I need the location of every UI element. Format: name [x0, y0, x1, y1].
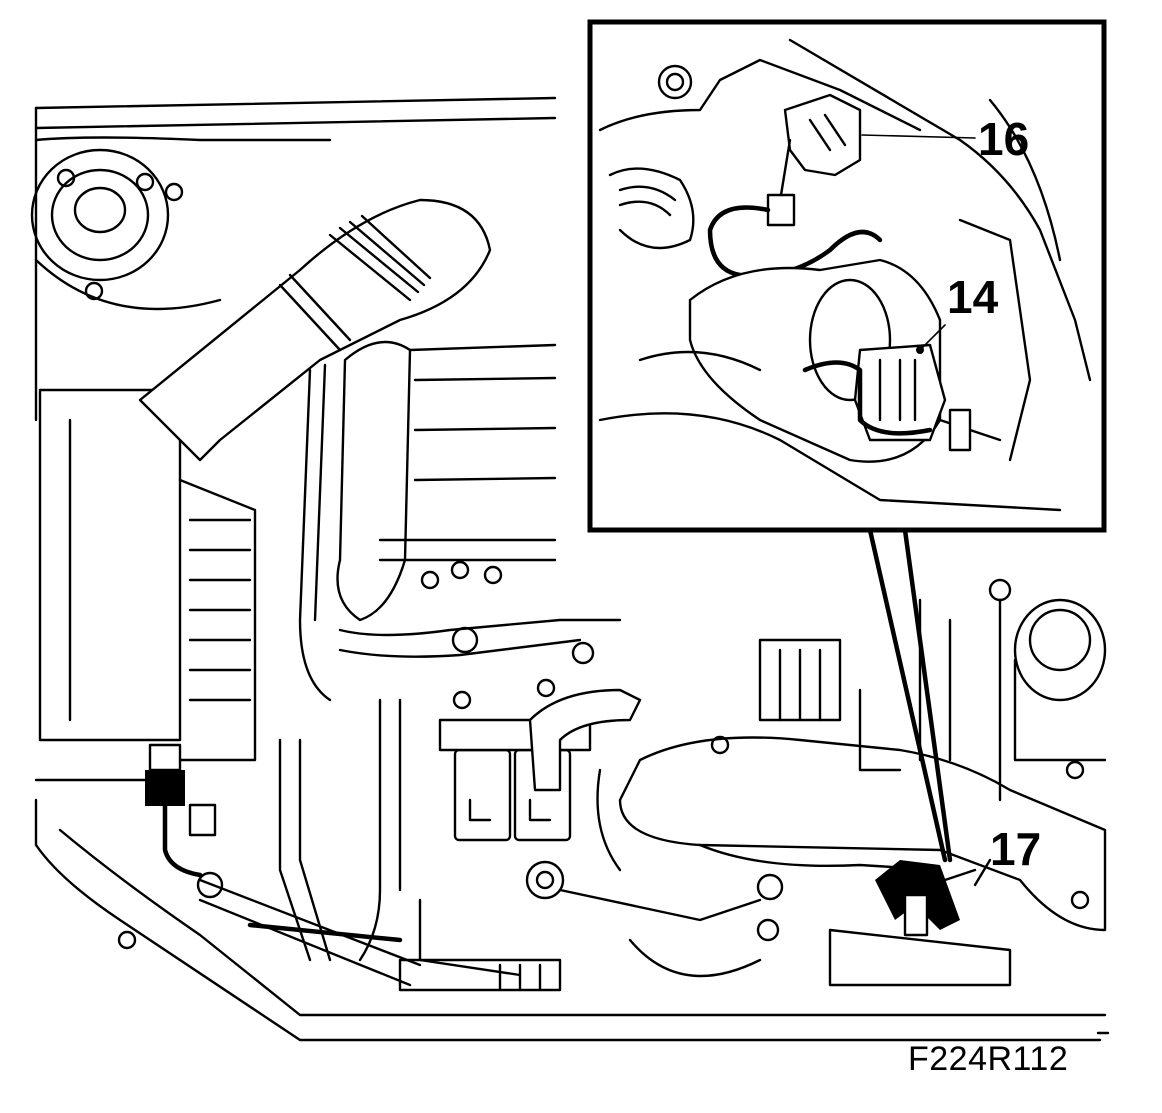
valve-cover	[378, 343, 557, 590]
strut-tower	[30, 148, 222, 311]
inset-leader-right	[902, 527, 953, 863]
callout-14: 14	[947, 271, 999, 323]
connector-17	[828, 860, 1012, 987]
intake-hose	[138, 198, 492, 462]
inset-leader-left	[867, 527, 948, 863]
reservoir	[710, 578, 1107, 910]
engine-bay-view	[30, 96, 1107, 1042]
sensor-14	[802, 324, 947, 442]
intercooler-pipe	[618, 736, 1107, 932]
callout-17: 17	[990, 823, 1042, 875]
radiator-grille	[38, 388, 257, 762]
hose-lines	[198, 618, 762, 992]
leader-17	[973, 858, 992, 887]
figure-code: F224R112	[908, 1040, 1069, 1078]
detail-inset	[587, 19, 1107, 533]
charge-pipe	[298, 340, 412, 702]
pressure-switch	[145, 743, 217, 878]
callout-16: 16	[978, 113, 1030, 165]
